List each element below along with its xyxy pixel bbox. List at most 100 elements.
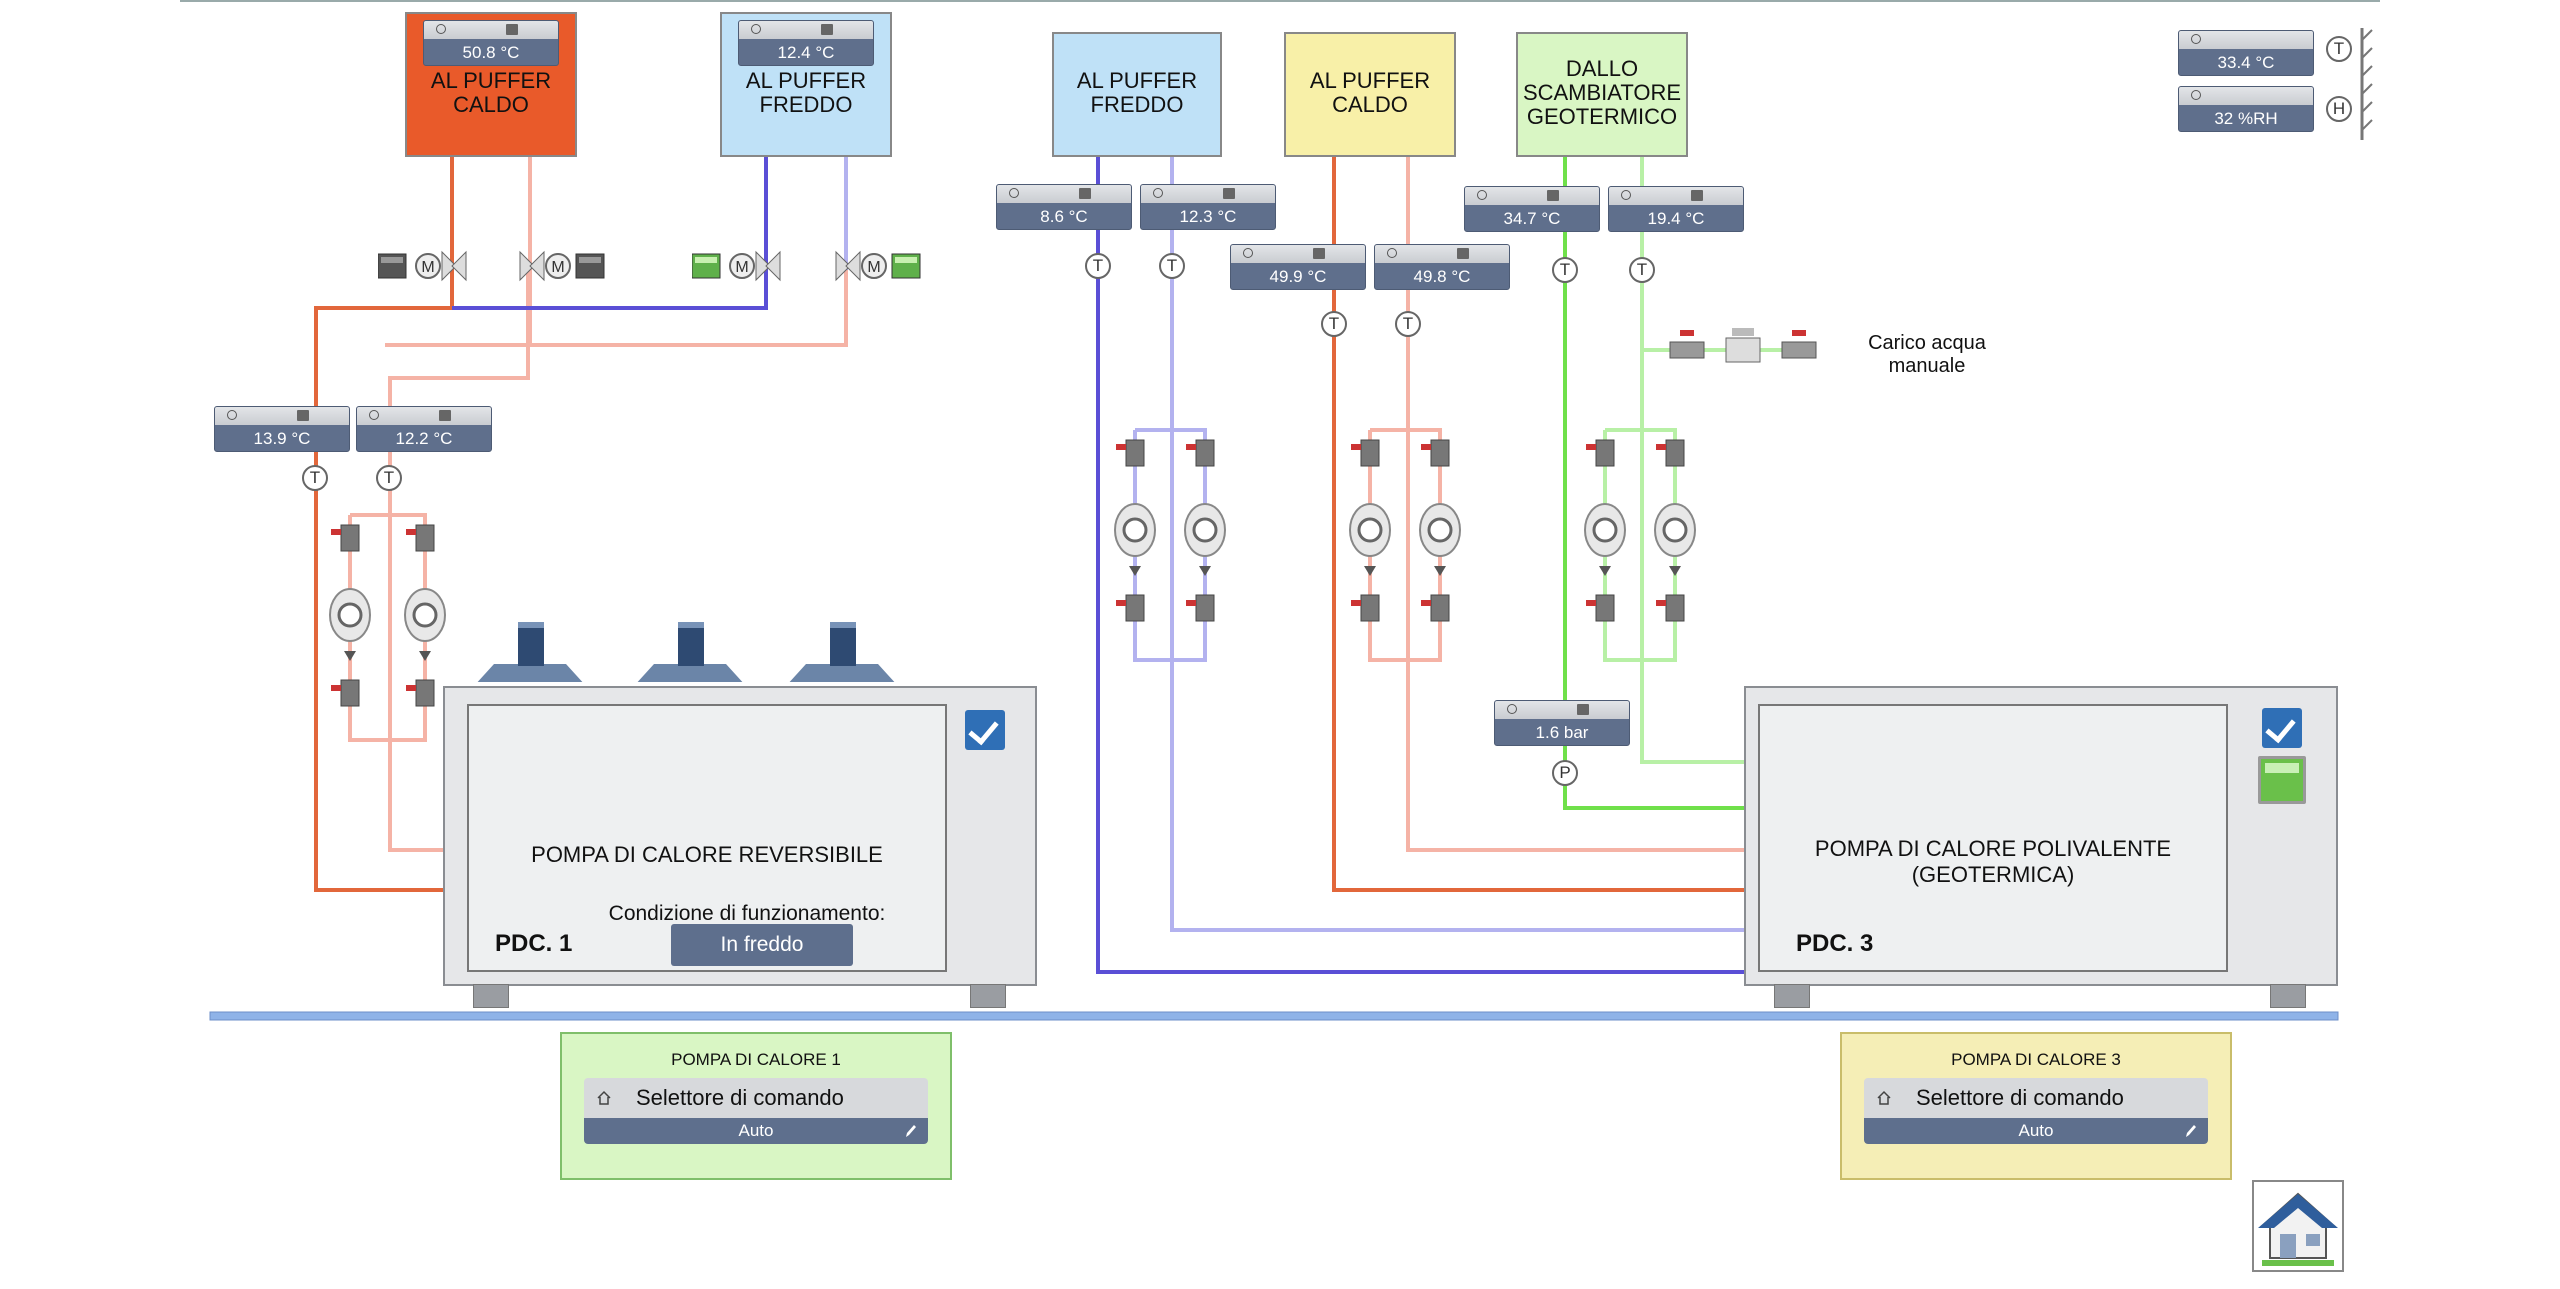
settings-icon [1009,188,1019,198]
motor-valve-icon[interactable]: M [378,244,468,288]
circulator-pump-icon[interactable] [1415,420,1465,650]
sensor-ext-hum[interactable]: 32 %RH [2178,86,2314,132]
pdc1-check-icon[interactable] [965,710,1005,750]
pdc3-name: POMPA DI CALORE POLIVALENTE (GEOTERMICA) [1814,836,2172,887]
motor-symbol: M [867,259,880,276]
sensor-puffer-caldo[interactable]: 50.8 °C [423,20,559,66]
settings-icon [1621,190,1631,200]
temp-probe-icon: T [1159,253,1185,279]
sensor-caldo-a[interactable]: 49.9 °C [1230,244,1366,290]
chart-icon [1223,188,1235,199]
motor-valve-icon[interactable]: M [692,244,782,288]
settings-icon [436,24,446,34]
scambiatore-box: DALLO SCAMBIATORE GEOTERMICO [1516,32,1688,157]
sensor-geo-b[interactable]: 19.4 °C [1608,186,1744,232]
temp-probe-icon: T [1085,253,1111,279]
settings-icon [751,24,761,34]
temp-probe-icon: T [1395,311,1421,337]
fan-icon [637,622,743,682]
sensor-puffer-freddo[interactable]: 12.4 °C [738,20,874,66]
circulator-pump-icon[interactable] [1345,420,1395,650]
chart-icon [1079,188,1091,199]
home-button-icon[interactable] [2252,1180,2344,1272]
chart-icon [1691,190,1703,201]
fan-icon [789,622,895,682]
sensor-geo-a[interactable]: 34.7 °C [1464,186,1600,232]
selector-pdc1-control[interactable]: Selettore di comando Auto [584,1078,928,1148]
chart-icon [439,410,451,421]
motor-symbol: M [421,259,434,276]
puffer-caldo-left-label: AL PUFFER CALDO [430,68,552,117]
circulator-pump-icon[interactable] [400,505,450,735]
selector-pdc1-label: Selettore di comando [584,1078,928,1118]
circulator-pump-icon[interactable] [1580,420,1630,650]
selector-pdc1-title: POMPA DI CALORE 1 [671,1050,841,1069]
selector-pdc3-value[interactable]: Auto [1864,1118,2208,1144]
motor-symbol: M [551,259,564,276]
puffer-freddo-left-label: AL PUFFER FREDDO [745,68,867,117]
selector-pdc3-control[interactable]: Selettore di comando Auto [1864,1078,2208,1148]
temp-probe-icon: T [376,465,402,491]
puffer-caldo-mid-box: AL PUFFER CALDO [1284,32,1456,157]
sensor-ext-temp[interactable]: 33.4 °C [2178,30,2314,76]
sensor-caldo-b[interactable]: 49.8 °C [1374,244,1510,290]
chart-icon [1547,190,1559,201]
pencil-icon[interactable] [2184,1123,2196,1139]
motor-valve-icon[interactable]: M [834,244,924,288]
pressure-probe-icon: P [1552,760,1578,786]
selector-pdc1-value[interactable]: Auto [584,1118,928,1144]
pdc3-unit: POMPA DI CALORE POLIVALENTE (GEOTERMICA)… [1744,686,2338,986]
sensor-freddo-a[interactable]: 8.6 °C [996,184,1132,230]
selector-pdc3: POMPA DI CALORE 3 Selettore di comando A… [1840,1032,2232,1180]
pdc1-cond-label: Condizione di funzionamento: [608,902,886,925]
pdc1-foot [970,984,1006,1008]
settings-icon [1153,188,1163,198]
sensor-pdc1-out[interactable]: 13.9 °C [214,406,350,452]
temp-probe-icon: T [1321,311,1347,337]
settings-icon [1477,190,1487,200]
chart-icon [1577,704,1589,715]
circulator-pump-icon[interactable] [1650,420,1700,650]
temp-probe-icon: T [302,465,328,491]
sensor-pdc1-ret[interactable]: 12.2 °C [356,406,492,452]
circulator-pump-icon[interactable] [1180,420,1230,650]
ext-hum-icon: H [2326,96,2352,122]
pdc3-code: PDC. 3 [1796,930,1874,957]
settings-icon [2191,34,2201,44]
circulator-pump-icon[interactable] [325,505,375,735]
motor-symbol: M [735,259,748,276]
settings-icon [1507,704,1517,714]
pdc1-cond-value[interactable]: In freddo [671,924,853,966]
home-icon [597,1090,611,1105]
settings-icon [227,410,237,420]
selector-pdc1: POMPA DI CALORE 1 Selettore di comando A… [560,1032,952,1180]
puffer-freddo-mid-box: AL PUFFER FREDDO [1052,32,1222,157]
circulator-pump-icon[interactable] [1110,420,1160,650]
scambiatore-label: DALLO SCAMBIATORE GEOTERMICO [1522,56,1682,129]
manual-fill-label: Carico acqua manuale [1868,332,1986,377]
settings-icon [2191,90,2201,100]
pdc3-status-indicator [2258,756,2306,804]
chart-icon [506,24,518,35]
pdc1-name: POMPA DI CALORE REVERSIBILE [531,842,883,867]
ext-temp-icon: T [2326,36,2352,62]
pencil-icon[interactable] [904,1123,916,1139]
pdc1-panel: POMPA DI CALORE REVERSIBILE Condizione d… [467,704,947,972]
chart-icon [297,410,309,421]
motor-valve-icon[interactable]: M [518,244,608,288]
settings-icon [1243,248,1253,258]
pdc3-panel: POMPA DI CALORE POLIVALENTE (GEOTERMICA)… [1758,704,2228,972]
puffer-caldo-mid-label: AL PUFFER CALDO [1309,68,1431,117]
pdc3-foot [1774,984,1810,1008]
pdc1-unit: POMPA DI CALORE REVERSIBILE Condizione d… [443,686,1037,986]
chart-icon [1313,248,1325,259]
sensor-freddo-b[interactable]: 12.3 °C [1140,184,1276,230]
sensor-pressure[interactable]: 1.6 bar [1494,700,1630,746]
pdc3-check-icon[interactable] [2262,708,2302,748]
fan-icon [477,622,583,682]
home-icon [1877,1090,1891,1105]
puffer-freddo-mid-label: AL PUFFER FREDDO [1076,68,1198,117]
temp-probe-icon: T [1629,257,1655,283]
